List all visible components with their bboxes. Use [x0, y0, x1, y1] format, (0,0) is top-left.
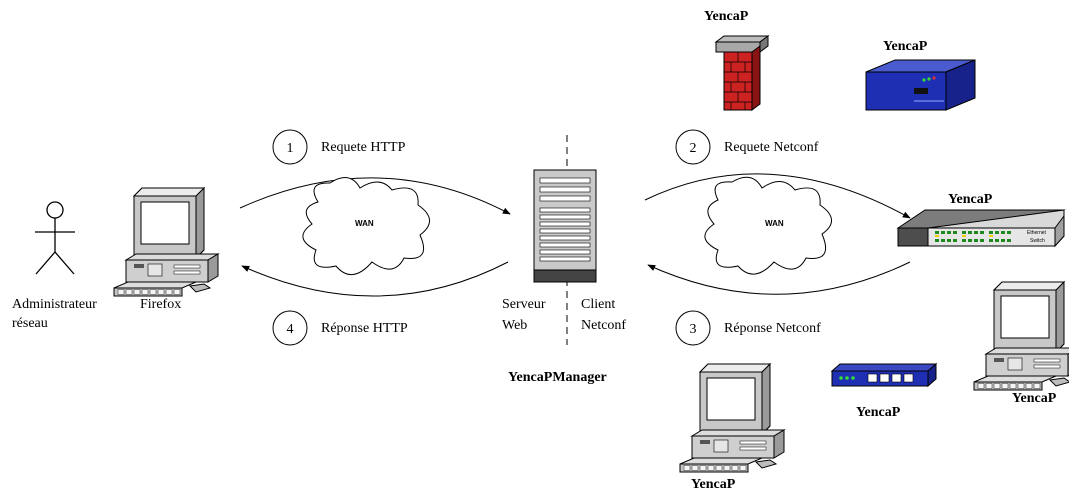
admin-label-line1: Administrateur	[12, 297, 97, 312]
step-4-circle	[272, 310, 308, 346]
step-3-number: 3	[690, 322, 697, 337]
switch-label: YencaP	[948, 192, 993, 207]
router-label: YencaP	[883, 39, 928, 54]
netconf-client-line2: Netconf	[581, 318, 626, 333]
step-3-label: Réponse Netconf	[724, 321, 821, 336]
switch-icon	[896, 209, 1066, 248]
workstation-icon	[113, 187, 219, 297]
netconf-client-line1: Client	[581, 297, 615, 312]
server-web-line1: Serveur	[502, 297, 546, 312]
wan-cloud-right	[704, 176, 832, 275]
step-3-circle	[675, 310, 711, 346]
netconf-response-arrow	[647, 261, 911, 295]
router-icon	[865, 59, 976, 111]
admin-label-line2: réseau	[12, 316, 48, 331]
wan-label-left: WAN	[355, 219, 374, 228]
wan-cloud-left	[302, 177, 430, 275]
pc-right-label: YencaP	[1012, 391, 1057, 406]
pc-bottom-label: YencaP	[691, 477, 736, 492]
hub-label: YencaP	[856, 405, 901, 420]
wan-label-right: WAN	[765, 219, 784, 228]
switch-text-line2: Switch	[1030, 238, 1045, 244]
step-2-number: 2	[690, 141, 697, 156]
server-icon	[533, 169, 597, 283]
firefox-label: Firefox	[140, 297, 181, 312]
http-request-arrow	[239, 177, 511, 215]
workstation-icon-right	[973, 281, 1069, 391]
switch-text-line1: Ethernet	[1027, 230, 1047, 236]
step-2-circle	[675, 129, 711, 165]
step-1-label: Requete HTTP	[321, 140, 406, 155]
firewall-label: YencaP	[704, 9, 749, 24]
netconf-request-arrow	[644, 173, 911, 219]
http-response-arrow	[241, 261, 509, 297]
step-1-circle	[272, 129, 308, 165]
step-1-number: 1	[287, 141, 294, 156]
server-web-line2: Web	[502, 318, 527, 333]
server-name: YencaPManager	[508, 370, 607, 385]
workstation-icon-bottom	[679, 363, 785, 473]
step-4-number: 4	[287, 322, 294, 337]
step-4-label: Réponse HTTP	[321, 321, 408, 336]
firewall-icon	[714, 35, 770, 111]
step-2-label: Requete Netconf	[724, 140, 819, 155]
person-icon	[35, 201, 75, 275]
hub-icon	[830, 362, 938, 388]
